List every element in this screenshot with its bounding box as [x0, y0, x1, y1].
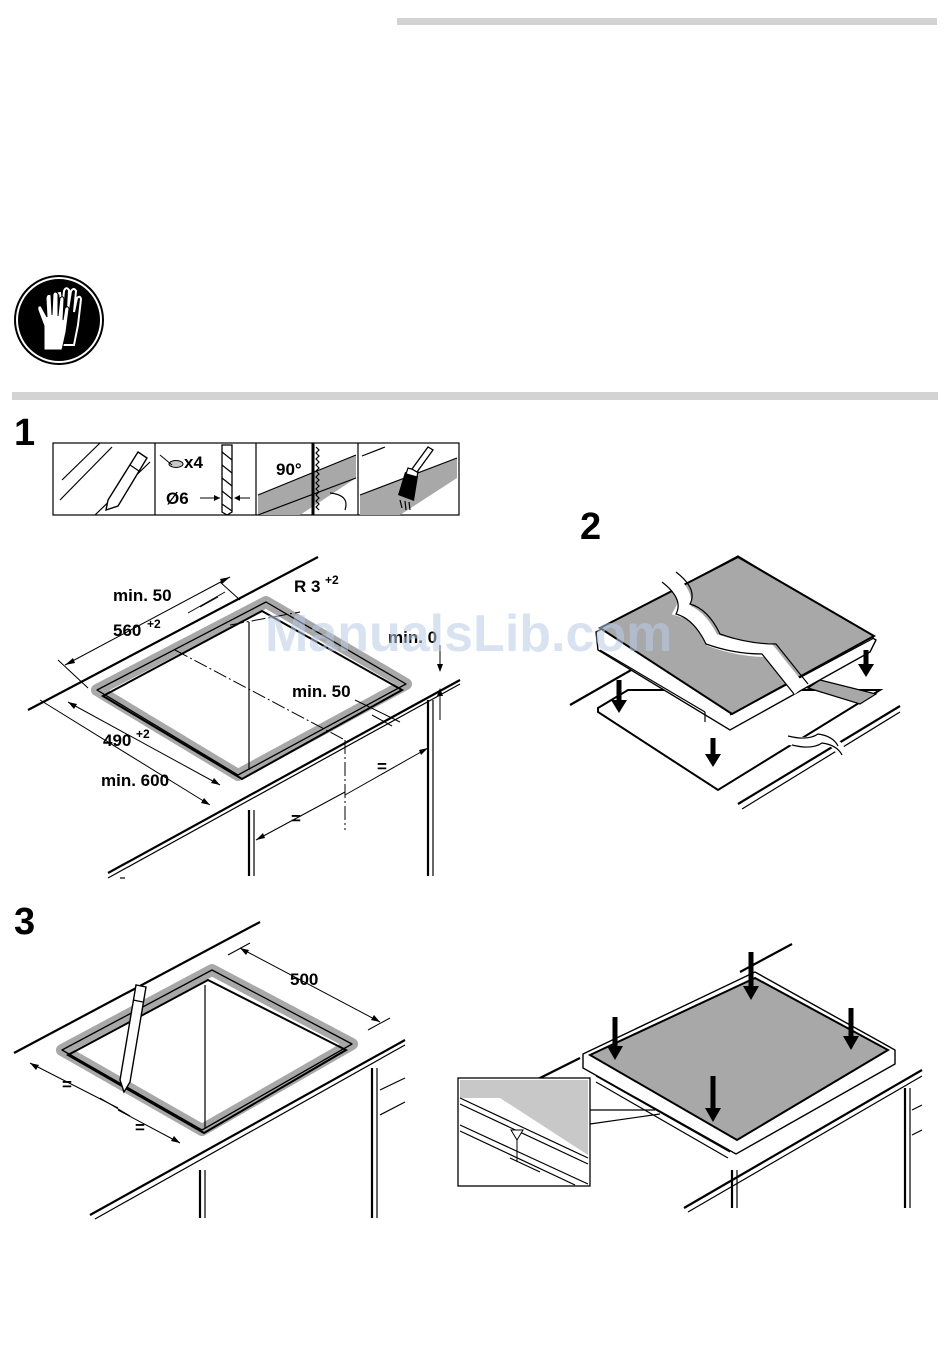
pencil-icon	[120, 985, 146, 1092]
drill-size-label: Ø6	[166, 489, 189, 508]
dim-radius-tolerance: +2	[325, 573, 339, 587]
watermark: ManualsLib.com	[265, 605, 672, 663]
dim-width-label: 560	[113, 621, 141, 640]
saw-angle-label: 90°	[276, 460, 302, 479]
dim-equal-a-label: =	[62, 1075, 72, 1094]
screws-count-label: x4	[184, 453, 203, 472]
dim-equal-b-label: =	[135, 1118, 145, 1137]
dim-depth-label: 490	[103, 731, 131, 750]
dim-min50-top-label: min. 50	[113, 586, 172, 605]
dim-radius-label: R 3	[294, 577, 320, 596]
tools-strip: x4 Ø6 90°	[53, 443, 459, 515]
step2-insert-drawing	[570, 556, 900, 809]
down-arrow-icon	[705, 738, 721, 767]
dim-500-label: 500	[290, 970, 318, 989]
down-arrow-icon	[611, 680, 627, 713]
dim-equal-a-label: =	[377, 757, 387, 776]
dim-depth-tolerance: +2	[136, 727, 150, 741]
dim-width-tolerance: +2	[147, 617, 161, 631]
dim-equal-b-label: =	[291, 809, 301, 828]
dim-min600-label: min. 600	[101, 771, 169, 790]
step3-marking-drawing	[14, 922, 405, 1219]
dim-min50-right-label: min. 50	[292, 682, 351, 701]
step3-fitted-hob-drawing	[458, 944, 922, 1212]
